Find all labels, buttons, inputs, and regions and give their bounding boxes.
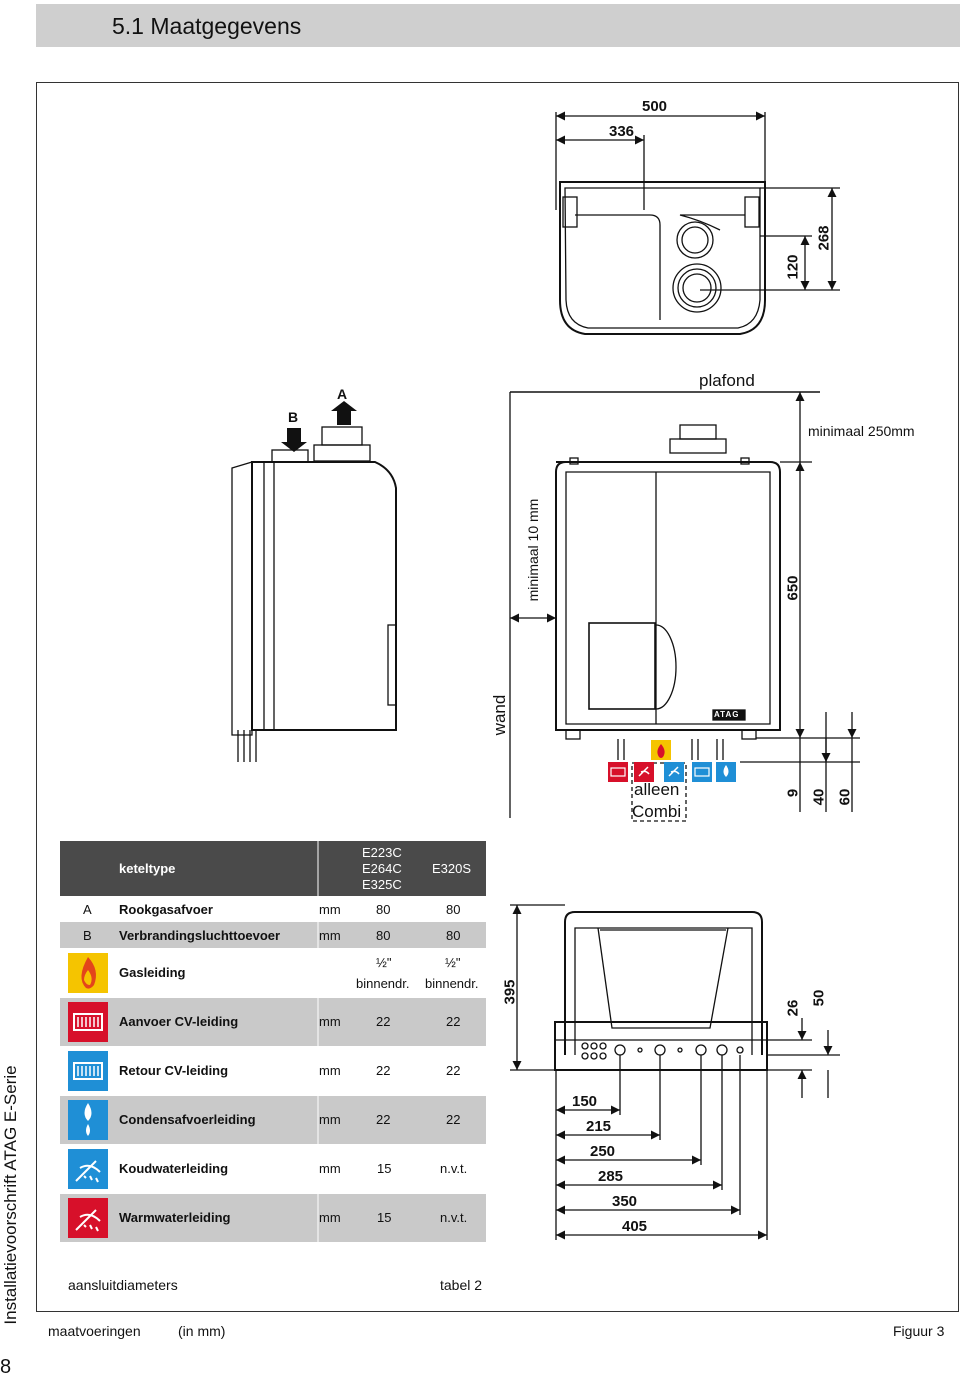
- row-label: Verbrandingsluchttoevoer: [119, 928, 281, 943]
- table-header-col1-line2: E264C: [362, 861, 402, 876]
- label-A: A: [337, 386, 348, 402]
- table-header-col2: E320S: [432, 861, 472, 876]
- top-view-boiler: [559, 181, 766, 335]
- dim-285: 285: [598, 1168, 624, 1185]
- page-number: 8: [0, 1356, 12, 1378]
- table-caption: aansluitdiameters: [68, 1277, 178, 1293]
- row-unit: mm: [319, 902, 341, 917]
- table-header-col1-line3: E325C: [362, 877, 402, 892]
- table-number: tabel 2: [440, 1277, 483, 1293]
- row-unit: mm: [319, 1063, 341, 1078]
- dim-350: 350: [612, 1193, 638, 1210]
- side-view-boiler: [231, 426, 397, 762]
- row-unit: mm: [319, 1014, 341, 1029]
- dim-26: 26: [784, 999, 802, 1017]
- row-value-2: n.v.t.: [440, 1161, 468, 1176]
- row-label: Gasleiding: [119, 965, 186, 980]
- row-label: Condensafvoerleiding: [119, 1112, 256, 1127]
- row-value-1: 22: [376, 1014, 391, 1029]
- dim-336: 336: [609, 123, 635, 140]
- figure-number: Figuur 3: [893, 1323, 945, 1339]
- table-icons: [68, 953, 108, 1238]
- alleen-label: alleen: [634, 780, 680, 799]
- minimaal-10-label: minimaal 10 mm: [525, 498, 541, 602]
- row-code: B: [83, 928, 92, 943]
- radiator-supply-small-icon: [608, 762, 628, 782]
- dim-50: 50: [810, 989, 828, 1007]
- row-value-2-size: ½": [445, 955, 461, 970]
- row-value-2: 22: [446, 1014, 461, 1029]
- front-view-boiler: [555, 424, 781, 760]
- row-value-1: 22: [376, 1112, 391, 1127]
- row-value-1: 80: [376, 902, 391, 917]
- radiator-return-small-icon: [692, 762, 712, 782]
- table-header-col1-line1: E223C: [362, 845, 402, 860]
- footer-caption: maatvoeringen: [48, 1323, 141, 1339]
- arrow-A-icon: [331, 401, 357, 425]
- row-value-2: 22: [446, 1063, 461, 1078]
- dim-395: 395: [501, 979, 519, 1005]
- row-value-1-type: binnendr.: [356, 976, 410, 991]
- row-label: Koudwaterleiding: [119, 1161, 229, 1176]
- row-value-2: n.v.t.: [440, 1210, 468, 1225]
- row-value-1: 15: [377, 1210, 392, 1225]
- dim-9: 9: [784, 788, 802, 798]
- row-unit: mm: [319, 1210, 341, 1225]
- row-value-1-size: ½": [376, 955, 392, 970]
- footer-units: (in mm): [178, 1323, 226, 1339]
- row-value-2: 22: [446, 1112, 461, 1127]
- row-label: Warmwaterleiding: [119, 1210, 231, 1225]
- combi-label: Combi: [632, 802, 682, 821]
- table-header-keteltype: keteltype: [119, 861, 176, 876]
- dim-215: 215: [586, 1118, 612, 1135]
- row-code: A: [83, 902, 92, 917]
- row-unit: mm: [319, 1161, 341, 1176]
- dim-405: 405: [622, 1218, 648, 1235]
- bottom-view-boiler: [554, 911, 768, 1071]
- row-value-2: 80: [446, 902, 461, 917]
- row-value-1: 80: [376, 928, 391, 943]
- dim-250: 250: [590, 1143, 616, 1160]
- dim-40: 40: [810, 788, 828, 806]
- dim-60: 60: [836, 788, 854, 806]
- row-value-1: 22: [376, 1063, 391, 1078]
- row-value-2: 80: [446, 928, 461, 943]
- page-title: 5.1 Maatgegevens: [112, 13, 302, 39]
- dim-650: 650: [784, 575, 802, 601]
- row-label: Rookgasafvoer: [119, 902, 213, 917]
- figure-frame: [36, 82, 959, 1312]
- front-connection-icons: [608, 740, 736, 782]
- row-label: Aanvoer CV-leiding: [119, 1014, 239, 1029]
- row-value-1: 15: [377, 1161, 392, 1176]
- row-unit: mm: [319, 928, 341, 943]
- atag-logo: ATAG: [714, 710, 740, 719]
- dim-120: 120: [784, 254, 802, 280]
- label-B: B: [288, 409, 299, 425]
- dim-150: 150: [572, 1093, 598, 1110]
- arrow-B-icon: [281, 428, 307, 452]
- dim-500: 500: [642, 98, 668, 115]
- minimaal-250-label: minimaal 250mm: [808, 423, 915, 439]
- title-bar: [36, 4, 960, 47]
- wand-label: wand: [490, 694, 509, 736]
- row-label: Retour CV-leiding: [119, 1063, 229, 1078]
- dim-268: 268: [815, 225, 833, 251]
- plafond-label: plafond: [699, 371, 755, 390]
- table-backgrounds: [60, 841, 486, 1242]
- row-value-2-type: binnendr.: [425, 976, 479, 991]
- row-unit: mm: [319, 1112, 341, 1127]
